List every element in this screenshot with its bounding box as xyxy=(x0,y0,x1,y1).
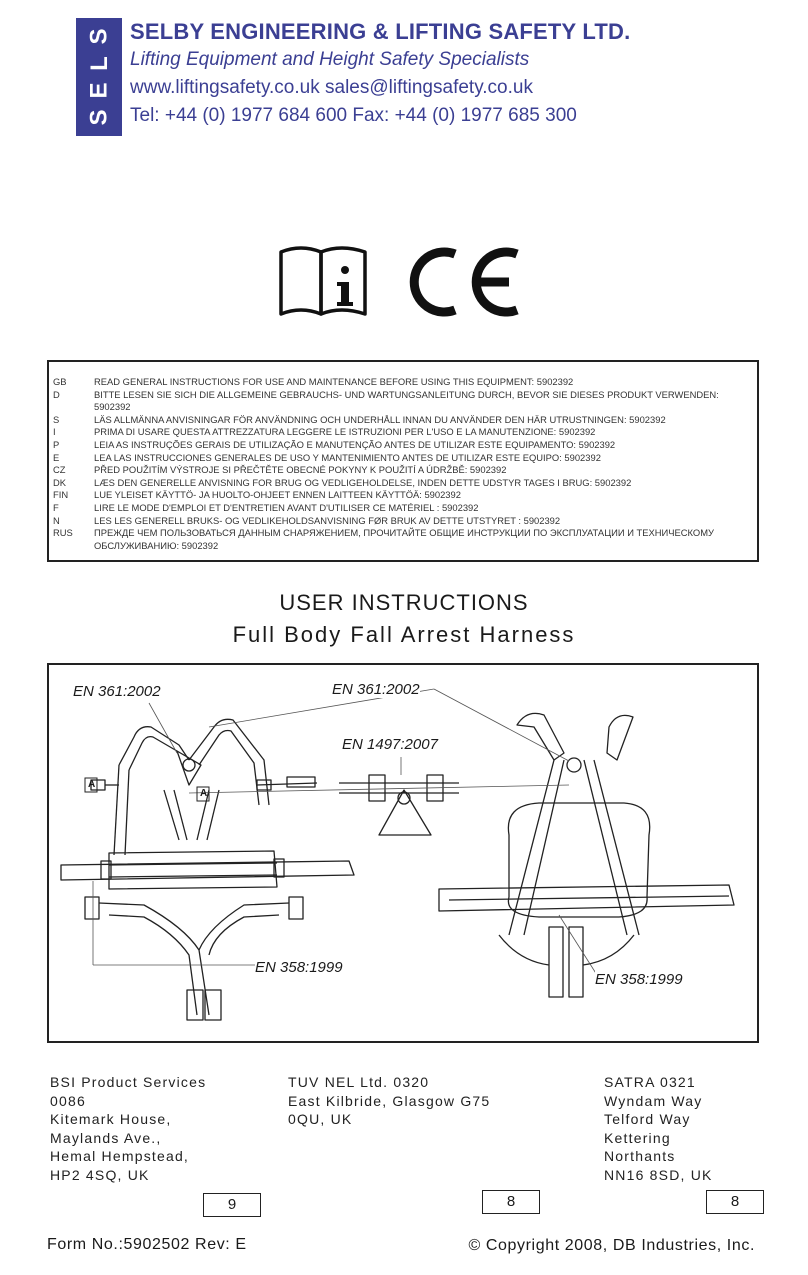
language-text: LEA LAS INSTRUCCIONES GENERALES DE USO Y… xyxy=(94,451,601,463)
company-tagline: Lifting Equipment and Height Safety Spec… xyxy=(130,49,530,70)
logo-letter: E xyxy=(85,82,113,99)
address-line: Northants xyxy=(604,1148,676,1164)
language-code: N xyxy=(53,514,60,526)
company-header: SELBY ENGINEERING & LIFTING SAFETY LTD. … xyxy=(130,18,630,130)
language-row: E LEA LAS INSTRUCCIONES GENERALES DE USO… xyxy=(53,452,751,465)
language-code: D xyxy=(53,388,60,400)
language-code: DK xyxy=(53,476,67,488)
copyright: © Copyright 2008, DB Industries, Inc. xyxy=(468,1237,755,1254)
language-code: CZ xyxy=(53,464,66,476)
logo-letter: S xyxy=(85,109,113,126)
detail-harness-drawing xyxy=(339,774,459,836)
address-line: East Kilbride, Glasgow G75 xyxy=(288,1092,491,1109)
leader-lines xyxy=(92,688,598,976)
company-name: SELBY ENGINEERING & LIFTING SAFETY LTD. xyxy=(130,19,631,44)
harness-illustration xyxy=(60,688,735,1021)
language-text: LIRE LE MODE D'EMPLOI ET D'ENTRETIEN AVA… xyxy=(94,501,479,513)
language-code: GB xyxy=(53,376,67,387)
back-harness-drawing xyxy=(438,712,735,998)
label-en358-left: EN 358:1999 xyxy=(255,959,343,976)
address-line: 0QU, UK xyxy=(288,1111,353,1127)
address-line: HP2 4SQ, UK xyxy=(50,1166,150,1183)
address-line: BSI Product Services xyxy=(50,1074,207,1090)
label-en361-left: EN 361:2002 xyxy=(73,683,161,700)
notified-body-tuv: TUV NEL Ltd. 0320 East Kilbride, Glasgow… xyxy=(288,1073,490,1129)
language-row: D BITTE LESEN SIE SICH DIE ALLGEMEINE GE… xyxy=(53,389,751,414)
language-text: LEIA AS INSTRUÇÕES GERAIS DE UTILIZAÇÃO … xyxy=(94,438,616,450)
company-web-email[interactable]: www.liftingsafety.co.uk sales@liftingsaf… xyxy=(130,77,533,98)
address-line: Wyndam Way xyxy=(604,1092,703,1109)
form-number: Form No.:5902502 Rev: E xyxy=(47,1236,247,1253)
module-box-tuv: 8 xyxy=(482,1190,540,1214)
language-code: RUS xyxy=(53,527,73,539)
language-row: RUS ПРЕЖДЕ ЧЕМ ПОЛЬЗОВАТЬСЯ ДАННЫМ СНАРЯ… xyxy=(53,527,751,552)
language-row: CZ PŘED POUŽITÍM VÝSTROJE SI PŘEČTĚTE OB… xyxy=(53,464,751,477)
language-row: FIN LUE YLEISET KÄYTTÖ- JA HUOLTO-OHJEET… xyxy=(53,489,751,502)
address-line: TUV NEL Ltd. 0320 xyxy=(288,1074,430,1090)
logo-letter: S xyxy=(85,28,113,45)
language-text: LÄS ALLMÄNNA ANVISNINGAR FÖR ANVÄNDNING … xyxy=(94,413,666,425)
label-en358-right: EN 358:1999 xyxy=(595,971,683,988)
tag-a-label: A xyxy=(200,788,208,799)
language-row: P LEIA AS INSTRUÇÕES GERAIS DE UTILIZAÇÃ… xyxy=(53,439,751,452)
language-text: LUE YLEISET KÄYTTÖ- JA HUOLTO-OHJEET ENN… xyxy=(94,489,461,501)
language-row: DK LÆS DEN GENERELLE ANVISNING FOR BRUG … xyxy=(53,477,751,490)
language-row: N LES LES GENERELL BRUKS- OG VEDLIKEHOLD… xyxy=(53,515,751,528)
module-box-bsi: 9 xyxy=(203,1193,261,1217)
address-line: Kitemark House, xyxy=(50,1111,172,1127)
harness-diagram: EN 361:2002 EN 361:2002 EN 1497:2007 EN … xyxy=(47,663,759,1043)
address-line: Hemal Hempstead, xyxy=(50,1148,190,1164)
language-code: FIN xyxy=(53,489,69,501)
label-en1497: EN 1497:2007 xyxy=(342,736,438,753)
language-code: P xyxy=(53,438,60,450)
company-phone-fax: Tel: +44 (0) 1977 684 600 Fax: +44 (0) 1… xyxy=(130,105,577,126)
page-title: USER INSTRUCTIONS xyxy=(279,590,529,615)
symbols-row xyxy=(277,240,537,320)
language-code: S xyxy=(53,413,60,425)
multilingual-notice: GB READ GENERAL INSTRUCTIONS FOR USE AND… xyxy=(47,360,759,562)
logo-letter: L xyxy=(85,56,113,71)
notified-body-bsi: BSI Product Services 0086 Kitemark House… xyxy=(50,1073,206,1184)
language-code: I xyxy=(53,426,56,438)
language-code: F xyxy=(53,501,59,513)
notified-body-satra: SATRA 0321 Wyndam Way Telford Way Ketter… xyxy=(604,1073,713,1184)
read-instructions-icon xyxy=(279,246,367,316)
language-text: LÆS DEN GENERELLE ANVISNING FOR BRUG OG … xyxy=(94,476,632,488)
language-text: PŘED POUŽITÍM VÝSTROJE SI PŘEČTĚTE OBECN… xyxy=(94,464,507,476)
address-line: Telford Way xyxy=(604,1111,691,1127)
address-line: Maylands Ave., xyxy=(50,1129,162,1146)
label-en361-top: EN 361:2002 xyxy=(332,681,420,698)
language-text: READ GENERAL INSTRUCTIONS FOR USE AND MA… xyxy=(94,376,574,387)
ce-mark-icon xyxy=(409,247,519,317)
language-text: LES LES GENERELL BRUKS- OG VEDLIKEHOLDSA… xyxy=(94,514,561,526)
address-line: SATRA 0321 xyxy=(604,1074,696,1090)
address-line: Kettering xyxy=(604,1129,671,1146)
language-text: ПРЕЖДЕ ЧЕМ ПОЛЬЗОВАТЬСЯ ДАННЫМ СНАРЯЖЕНИ… xyxy=(94,527,714,551)
language-code: E xyxy=(53,451,60,463)
address-line: NN16 8SD, UK xyxy=(604,1166,713,1183)
language-row: F LIRE LE MODE D'EMPLOI ET D'ENTRETIEN A… xyxy=(53,502,751,515)
page-subtitle: Full Body Fall Arrest Harness xyxy=(232,622,576,647)
language-row: S LÄS ALLMÄNNA ANVISNINGAR FÖR ANVÄNDNIN… xyxy=(53,414,751,427)
language-text: BITTE LESEN SIE SICH DIE ALLGEMEINE GEBR… xyxy=(94,388,719,413)
tag-a-label: A xyxy=(88,779,96,790)
company-logo: S L E S xyxy=(76,18,122,136)
language-text: PRIMA DI USARE QUESTA ATTREZZATURA LEGGE… xyxy=(94,426,596,438)
tag-a-markers xyxy=(84,777,210,802)
address-line: 0086 xyxy=(50,1092,86,1109)
language-row: GB READ GENERAL INSTRUCTIONS FOR USE AND… xyxy=(53,376,751,389)
module-box-satra: 8 xyxy=(706,1190,764,1214)
language-row: I PRIMA DI USARE QUESTA ATTREZZATURA LEG… xyxy=(53,426,751,439)
front-harness-drawing xyxy=(60,718,355,1021)
